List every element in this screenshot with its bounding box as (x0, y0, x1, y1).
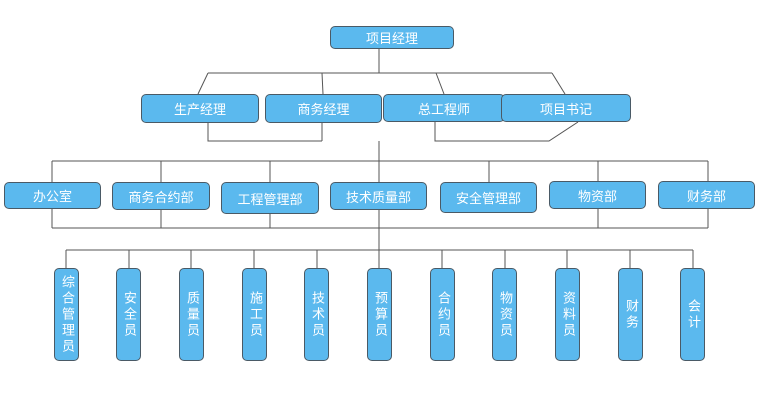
node-safety-officer[interactable]: 安全员 (116, 268, 141, 361)
node-label: 施工员 (247, 290, 262, 339)
node-label: 财务部 (686, 189, 726, 205)
node-label: 综合管理员 (59, 274, 74, 355)
node-engineering-management-dept[interactable]: 工程管理部 (221, 182, 319, 214)
node-label: 总工程师 (417, 102, 470, 118)
node-contract-officer[interactable]: 合约员 (430, 268, 455, 361)
node-label: 办公室 (32, 190, 72, 205)
node-label: 生产经理 (173, 103, 226, 118)
node-quality-officer[interactable]: 质量员 (179, 268, 204, 361)
node-accountant[interactable]: 会计 (680, 268, 705, 361)
node-materials-officer[interactable]: 物资员 (492, 268, 517, 361)
node-label: 安全管理部 (455, 192, 521, 207)
node-materials-dept[interactable]: 物资部 (549, 181, 646, 209)
node-technical-quality-dept[interactable]: 技术质量部 (330, 182, 427, 210)
node-label: 物资部 (577, 189, 617, 205)
node-construction-officer[interactable]: 施工员 (242, 268, 267, 361)
node-business-manager[interactable]: 商务经理 (265, 94, 382, 123)
node-label: 物资员 (497, 290, 512, 339)
node-chief-engineer[interactable]: 总工程师 (383, 94, 505, 122)
node-project-manager[interactable]: 项目经理 (330, 26, 454, 49)
node-label: 安全员 (121, 290, 136, 339)
node-budget-officer[interactable]: 预算员 (367, 268, 392, 361)
node-label: 合约员 (435, 290, 450, 339)
node-label: 工程管理部 (237, 192, 303, 208)
node-label: 项目书记 (539, 102, 592, 118)
connector-to-project-secretary (551, 72, 566, 95)
node-label: 商务合约部 (128, 190, 194, 206)
node-production-manager[interactable]: 生产经理 (141, 94, 259, 123)
connector-to-production-manager (197, 72, 209, 95)
connector-chief-engineer-down (434, 121, 579, 142)
node-project-secretary[interactable]: 项目书记 (501, 94, 631, 122)
node-label: 技术员 (309, 290, 324, 339)
node-label: 财务 (623, 298, 638, 331)
node-label: 资料员 (560, 290, 575, 339)
node-finance-dept[interactable]: 财务部 (658, 181, 755, 209)
node-label: 技术质量部 (345, 190, 411, 206)
connector-to-chief-engineer (435, 72, 445, 95)
node-technician[interactable]: 技术员 (304, 268, 329, 361)
node-safety-management-dept[interactable]: 安全管理部 (440, 182, 537, 213)
node-general-admin-staff[interactable]: 综合管理员 (54, 268, 79, 361)
node-office[interactable]: 办公室 (4, 182, 101, 209)
node-commercial-contract-dept[interactable]: 商务合约部 (112, 182, 210, 210)
node-label: 预算员 (372, 290, 387, 339)
node-finance-staff[interactable]: 财务 (618, 268, 643, 361)
node-label: 会计 (685, 298, 700, 331)
node-label: 项目经理 (365, 32, 418, 47)
node-label: 商务经理 (297, 103, 350, 118)
connector-production-manager-down (207, 122, 322, 142)
node-documentation-officer[interactable]: 资料员 (555, 268, 580, 361)
node-label: 质量员 (184, 290, 199, 339)
connector-to-business-manager (321, 72, 324, 95)
